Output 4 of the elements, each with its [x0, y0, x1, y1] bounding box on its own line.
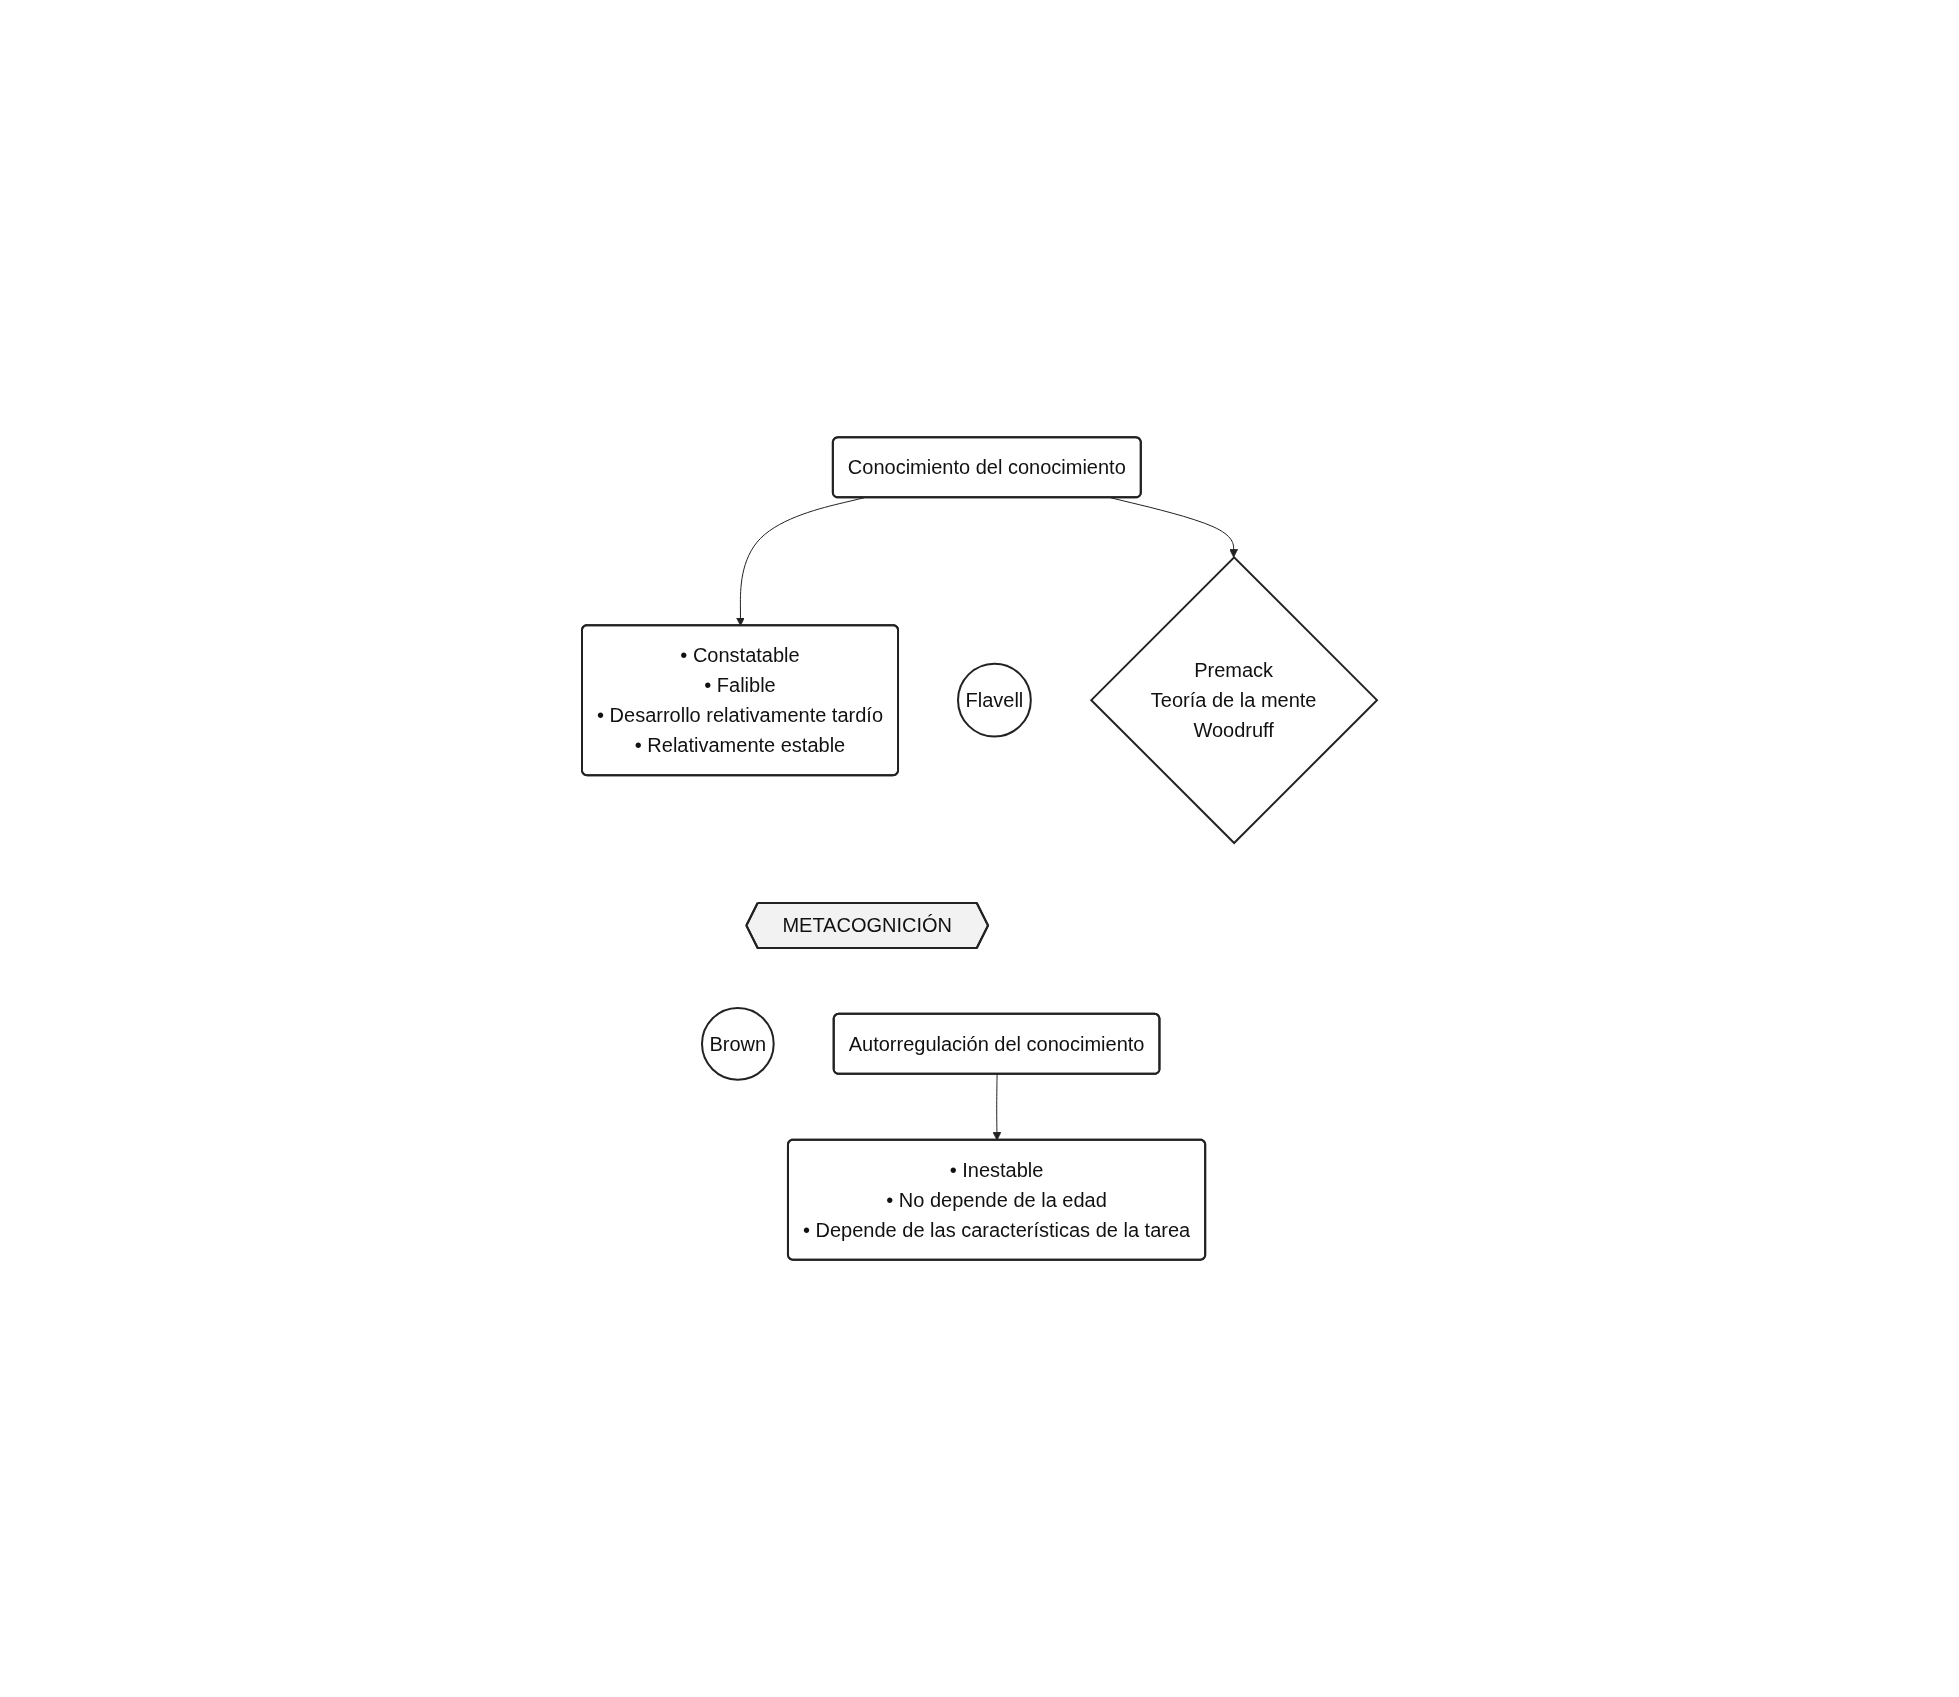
arrow — [992, 1073, 1002, 1141]
node-circle: Flavell — [957, 662, 1032, 738]
node-diamond: Premack Teoría de la mente Woodruff — [1089, 555, 1379, 845]
node-circle: Brown — [701, 1007, 775, 1081]
